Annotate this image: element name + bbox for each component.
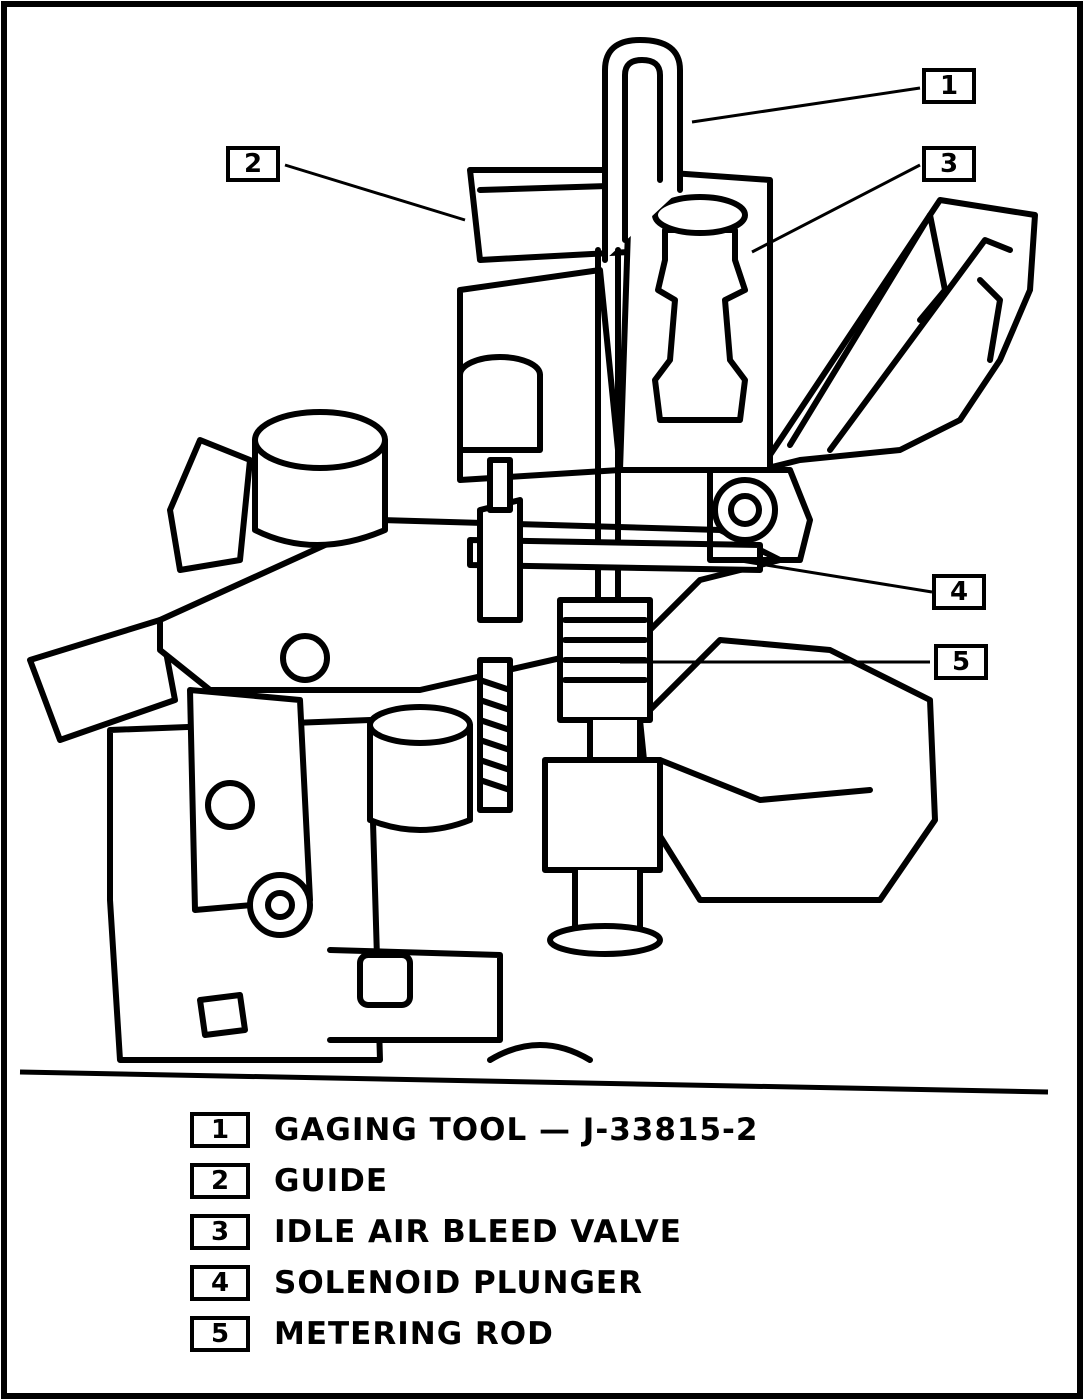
legend-label: GUIDE: [274, 1163, 389, 1199]
legend-number: 2: [190, 1163, 250, 1199]
leader-3: [751, 163, 921, 254]
legend-item: 1 GAGING TOOL — J-33815-2: [190, 1110, 758, 1150]
legend-item: 3 IDLE AIR BLEED VALVE: [190, 1212, 682, 1252]
legend-item: 5 METERING ROD: [190, 1314, 554, 1354]
callout-3: 3: [922, 146, 976, 182]
legend-number: 1: [190, 1112, 250, 1148]
legend-item: 4 SOLENOID PLUNGER: [190, 1263, 643, 1303]
leader-2: [284, 163, 466, 222]
callout-4: 4: [932, 574, 986, 610]
legend-label: METERING ROD: [274, 1316, 554, 1352]
callout-1-label: 1: [939, 71, 959, 101]
legend-item: 2 GUIDE: [190, 1161, 388, 1201]
legend-number: 3: [190, 1214, 250, 1250]
callout-5-label: 5: [951, 647, 971, 677]
legend-separator: [19, 1069, 1049, 1095]
callout-2: 2: [226, 146, 280, 182]
leader-4: [734, 558, 933, 594]
callout-2-label: 2: [243, 149, 263, 179]
leader-lines: [284, 86, 933, 664]
legend-label: IDLE AIR BLEED VALVE: [274, 1214, 682, 1250]
legend-label: SOLENOID PLUNGER: [274, 1265, 643, 1301]
callout-3-label: 3: [939, 149, 959, 179]
callout-5: 5: [934, 644, 988, 680]
carburetor-drawing: [27, 37, 1038, 1063]
callout-4-label: 4: [949, 577, 969, 607]
legend-number: 4: [190, 1265, 250, 1301]
callout-1: 1: [922, 68, 976, 104]
legend-number: 5: [190, 1316, 250, 1352]
leader-1: [691, 86, 921, 124]
legend-label: GAGING TOOL — J-33815-2: [274, 1112, 759, 1148]
